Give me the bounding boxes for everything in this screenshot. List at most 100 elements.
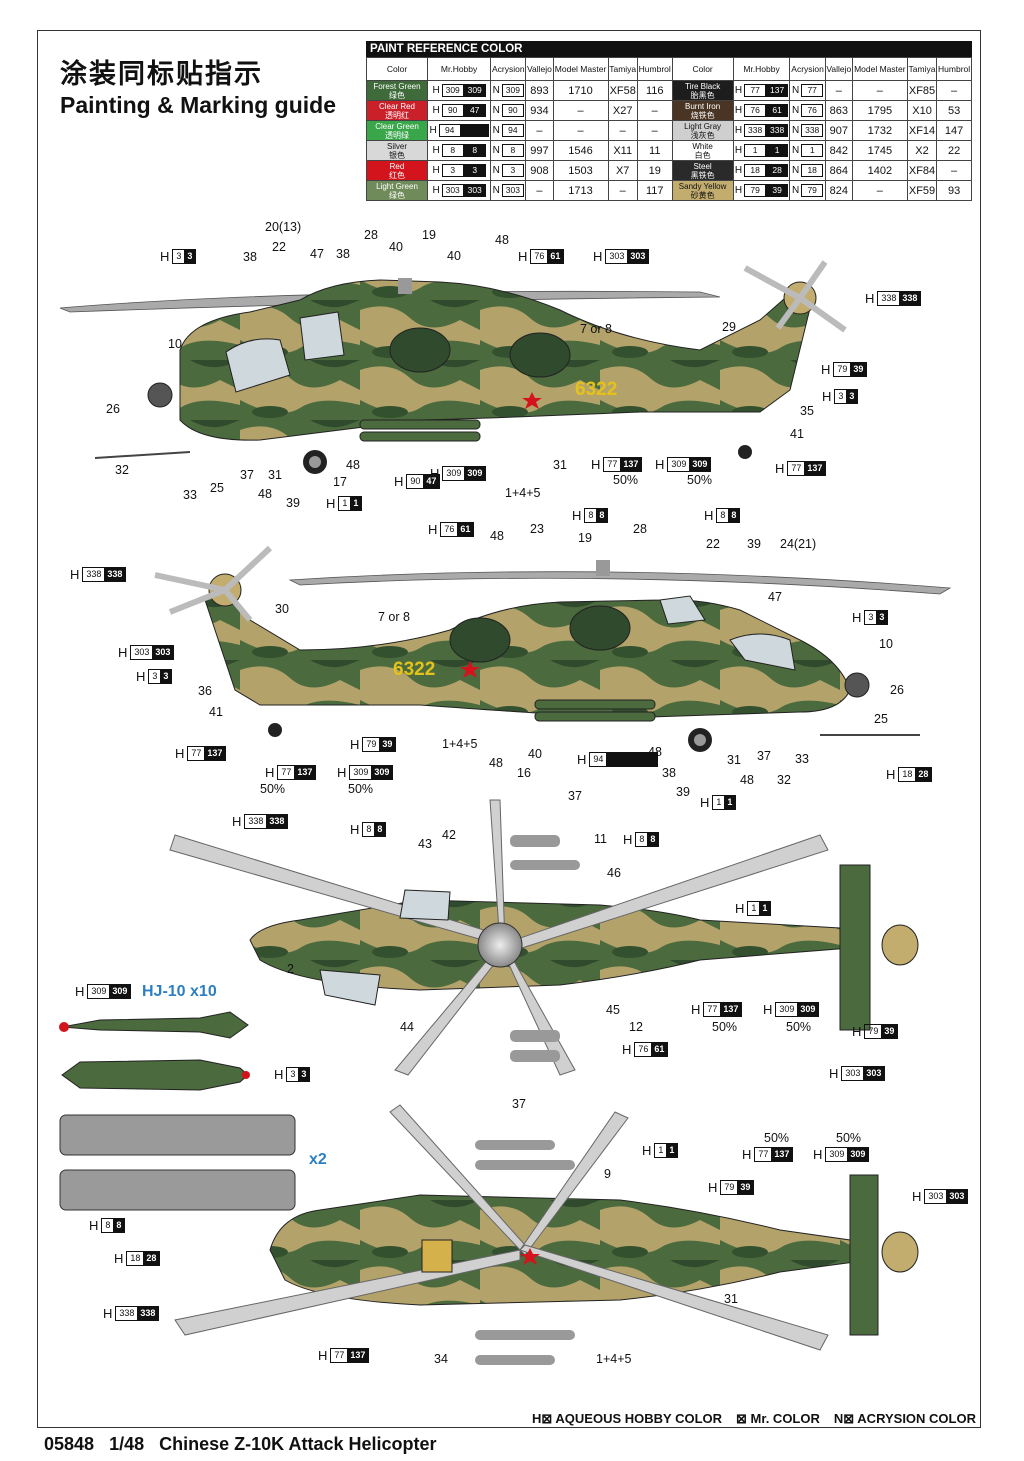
callout-number: 48	[258, 487, 272, 501]
callout-number: 10	[879, 637, 893, 651]
callout-number: 28	[364, 228, 378, 242]
col-header: Tamiya	[906, 57, 938, 81]
callout-number: 43	[418, 837, 432, 851]
callout-number: 32	[115, 463, 129, 477]
legend-n: N⊠ ACRYSION COLOR	[833, 1411, 976, 1426]
callout-number: 9	[604, 1167, 611, 1181]
paint-value: 864	[824, 160, 853, 181]
callout-number: 37	[240, 468, 254, 482]
col-header: Vallejo	[525, 57, 554, 81]
callout-number: 28	[633, 522, 647, 536]
mix-percent: 50%	[260, 782, 286, 796]
callout-number: 48	[346, 458, 360, 472]
callout-number: 47	[768, 590, 782, 604]
paint-value: 93	[936, 180, 972, 201]
top-view	[169, 799, 919, 1076]
callout-number: 1+4+5	[505, 486, 541, 500]
mix-percent: 50%	[836, 1131, 862, 1145]
callout-number: 33	[183, 488, 197, 502]
callout-number: 44	[400, 1020, 414, 1034]
callout-number: 46	[607, 866, 621, 880]
callout-number: 36	[198, 684, 212, 698]
callout-number: 38	[662, 766, 676, 780]
product-name: Chinese Z-10K Attack Helicopter	[159, 1434, 437, 1454]
title-chinese: 涂装同标贴指示	[60, 59, 263, 90]
callout-number: 31	[268, 468, 282, 482]
callout-number: 40	[528, 747, 542, 761]
col-header: Acrysion	[490, 57, 527, 81]
callout-number: 45	[606, 1003, 620, 1017]
paint-value: 893	[525, 80, 554, 101]
col-header: Color	[671, 57, 734, 81]
mix-percent: 50%	[348, 782, 374, 796]
paint-value: –	[607, 180, 638, 201]
paint-table-grid: Color Mr.Hobby Acrysion Vallejo Model Ma…	[366, 57, 972, 201]
callout-number: 48	[740, 773, 754, 787]
callout-number: 23	[530, 522, 544, 536]
callout-number: 41	[790, 427, 804, 441]
callout-number: 25	[210, 481, 224, 495]
callout-number: 7 or 8	[580, 322, 612, 336]
paint-value: 824	[824, 180, 853, 201]
paint-reference-table: PAINT REFERENCE COLOR Color Mr.Hobby Acr…	[366, 41, 972, 201]
callout-number: 20(13)	[265, 220, 302, 234]
callout-number: 34	[434, 1352, 448, 1366]
callout-number: 39	[676, 785, 690, 799]
title-english: Painting & Marking guide	[60, 92, 337, 118]
pod-count-label: x2	[309, 1151, 327, 1168]
callout-number: 37	[568, 789, 582, 803]
page-frame	[37, 30, 981, 1428]
callout-number: 2	[287, 962, 294, 976]
callout-number: 10	[168, 337, 182, 351]
footer-title: 05848 1/48 Chinese Z-10K Attack Helicopt…	[44, 1434, 447, 1455]
paint-value: XF59	[906, 180, 938, 201]
callout-number: 12	[629, 1020, 643, 1034]
callout-number: 19	[578, 531, 592, 545]
missile-label: HJ-10 x10	[142, 983, 217, 1000]
mix-percent: 50%	[786, 1020, 812, 1034]
callout-number: 38	[336, 247, 350, 261]
callout-number: 26	[106, 402, 120, 416]
legend-h: H⊠ AQUEOUS HOBBY COLOR	[531, 1411, 723, 1426]
paint-value: –	[525, 180, 554, 201]
callout-number: 40	[447, 249, 461, 263]
callout-number: 24(21)	[780, 537, 817, 551]
